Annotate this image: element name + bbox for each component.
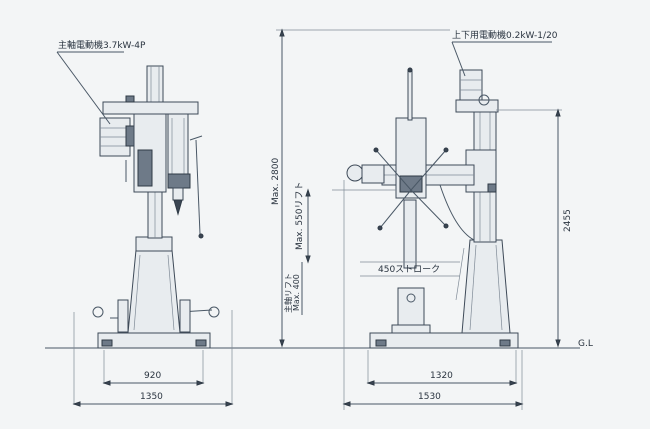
- dim-1320: 1320: [430, 371, 453, 381]
- lift-motor-label: 上下用電動機0.2kW-1/20: [452, 29, 558, 41]
- dim-1530: 1530: [418, 392, 441, 402]
- side-handwheel: [346, 164, 364, 182]
- dim-spindle-lift-max: Max. 400: [292, 274, 301, 311]
- front-left-handwheel: [92, 306, 104, 318]
- side-dimensions: Max. 2800 Max. 550リフト 主軸リフト Max. 400 450…: [271, 28, 573, 410]
- dim-spindle-lift: 主軸リフト: [283, 273, 293, 313]
- dim-stroke: 450ストローク: [378, 264, 440, 275]
- side-base: [369, 332, 519, 349]
- front-right-handwheel: [208, 306, 220, 318]
- feed-spokes: [373, 147, 449, 231]
- lifting-eye: [478, 94, 490, 106]
- side-view: [332, 67, 519, 349]
- side-pedestal: [461, 239, 511, 334]
- front-top-plate: [102, 101, 199, 115]
- dim-2455: 2455: [563, 209, 573, 232]
- dim-max-lift: Max. 550リフト: [295, 181, 305, 250]
- ground-label: G.L: [578, 339, 593, 349]
- side-spindle: [403, 199, 417, 269]
- dim-max-2800: Max. 2800: [271, 157, 281, 205]
- dim-920: 920: [144, 371, 161, 381]
- dim-1350: 1350: [140, 392, 163, 402]
- front-view: [92, 65, 220, 349]
- side-top-post: [407, 69, 413, 121]
- lift-motor: [459, 69, 483, 103]
- front-base: [97, 332, 211, 349]
- front-pedestal: [127, 249, 181, 334]
- front-top-post: [146, 65, 164, 103]
- main-motor-label: 主軸電動機3.7kW-4P: [58, 39, 146, 51]
- front-drill-bit: [173, 199, 183, 216]
- front-dimensions: 920 1350: [72, 310, 234, 407]
